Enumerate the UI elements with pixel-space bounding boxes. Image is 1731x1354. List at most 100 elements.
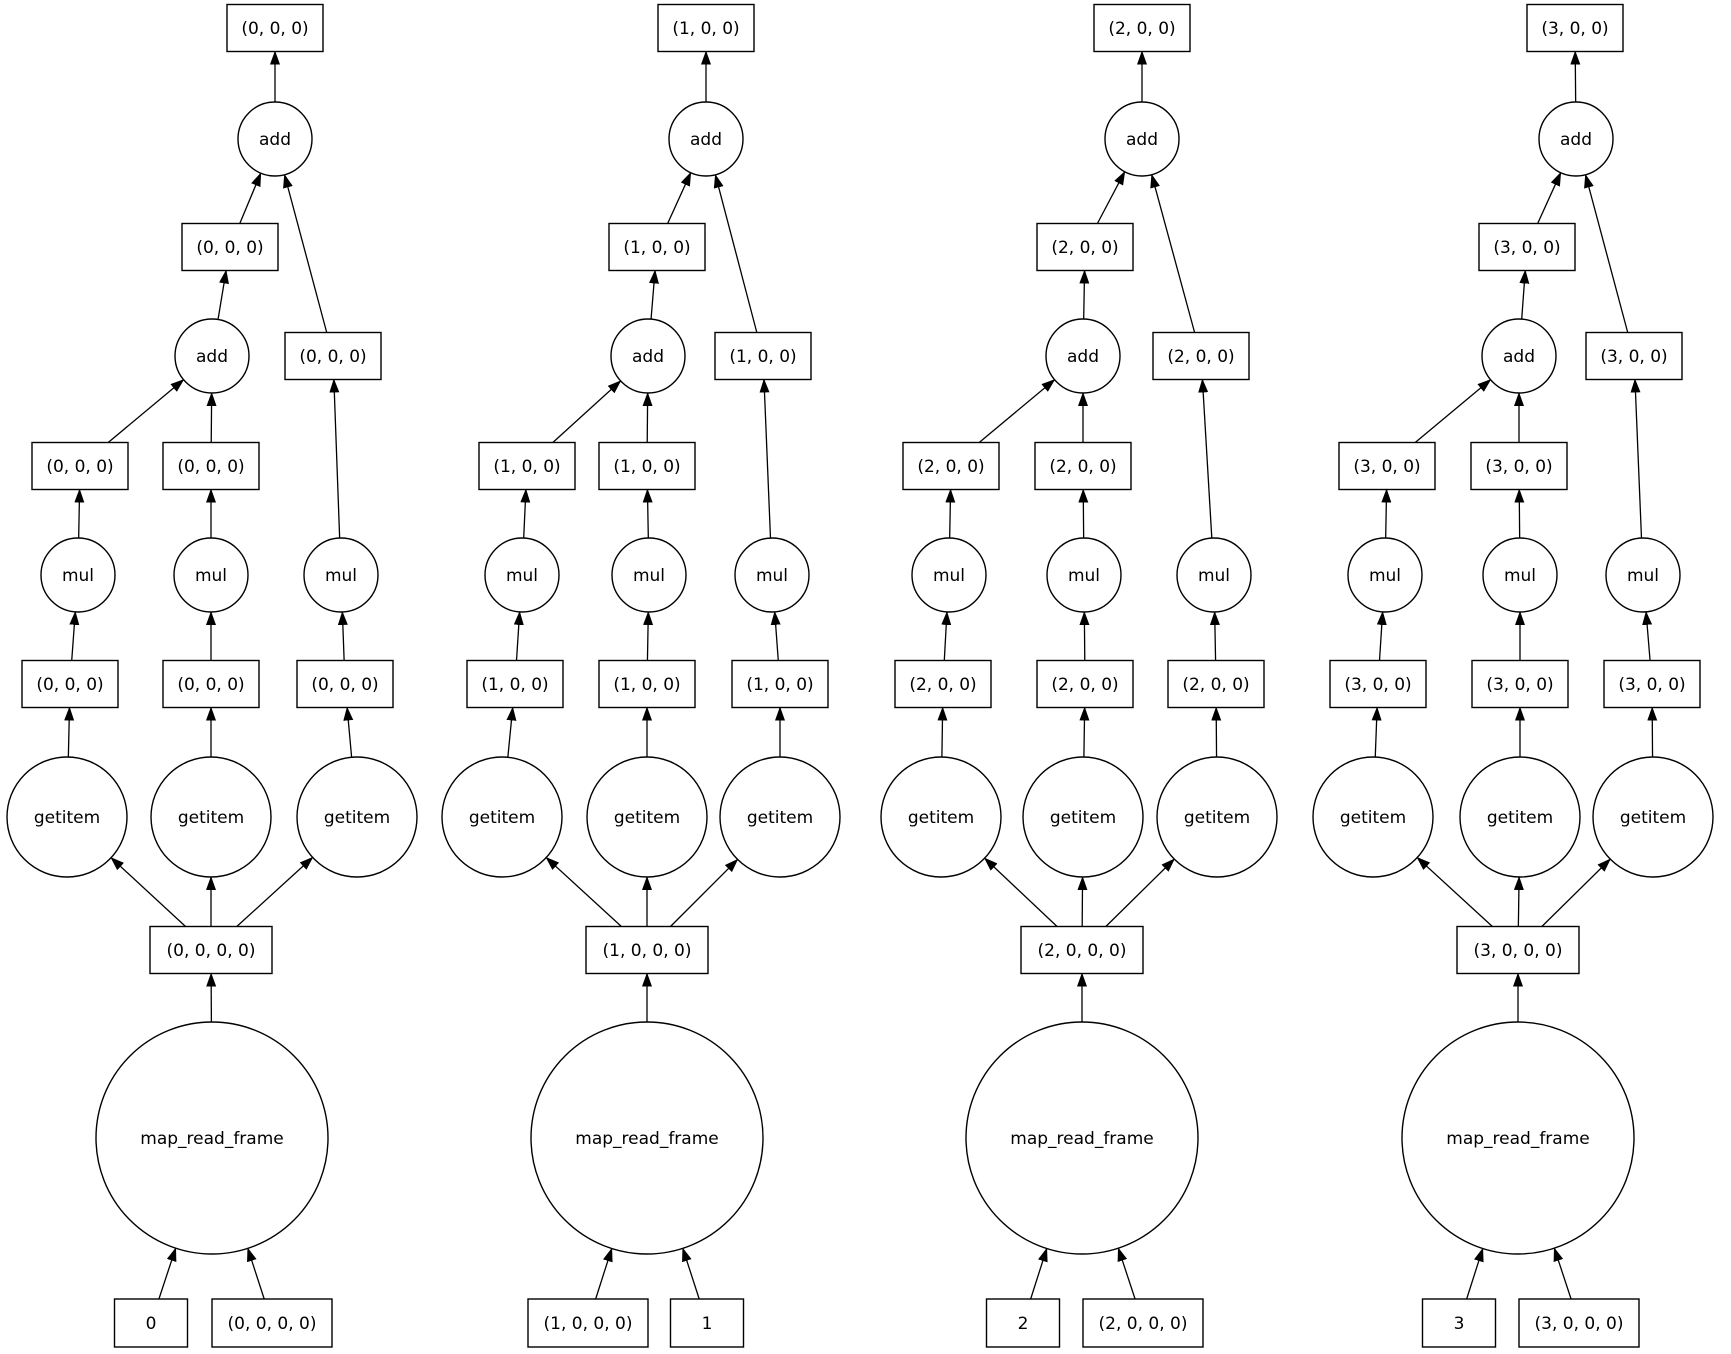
edge-c0_inleft-to-c0_map <box>158 1247 177 1300</box>
node-c2-mul3-mul: mul <box>1176 537 1252 613</box>
circle-shape <box>1156 756 1278 878</box>
node-c2-gitrect2-200: (2, 0, 0) <box>1036 659 1134 709</box>
nodes-layer: (0, 0, 0) add (0, 0, 0) add (0, 0, 0) (0, 0, … <box>6 3 1714 1348</box>
node-c1-gitrect3-100: (1, 0, 0) <box>731 659 829 709</box>
box-shape <box>162 441 260 491</box>
node-c0-git1-getitem: getitem <box>6 756 128 878</box>
node-c2-rmid-200: (2, 0, 0) <box>1036 222 1134 272</box>
edge-c0_mulrect1-to-c0_addlow <box>107 379 185 443</box>
edge-c3_gitrect3-to-c3_mul3 <box>1642 610 1653 661</box>
node-label: (1, 0, 0) <box>746 675 813 695</box>
node-label: (2, 0, 0) <box>1051 238 1118 258</box>
node-c2-git2-getitem: getitem <box>1022 756 1144 878</box>
edge-c0_gitrect3-to-c0_mul3 <box>337 610 348 661</box>
edge-c2_mul1-to-c2_mulrect1 <box>945 488 956 539</box>
node-c1-gitrect2-100: (1, 0, 0) <box>598 659 696 709</box>
circle-shape <box>1401 1021 1635 1255</box>
box-shape <box>1526 3 1624 53</box>
node-label: mul <box>1369 566 1401 586</box>
node-c3-inright-3000: (3, 0, 0, 0) <box>1518 1298 1640 1348</box>
box-shape <box>149 925 273 975</box>
edge-c3_rmid-to-c3_addtop <box>1537 171 1562 224</box>
node-label: mul <box>1068 566 1100 586</box>
node-label: (3, 0, 0) <box>1485 457 1552 477</box>
circle-shape <box>95 1021 329 1255</box>
box-shape <box>1329 659 1427 709</box>
node-c3-git1-getitem: getitem <box>1312 756 1434 878</box>
edge-c1_gitrect3-to-c1_mul3 <box>770 610 781 661</box>
node-c0-mulrect2-000: (0, 0, 0) <box>162 441 260 491</box>
node-c1-addlow-add: add <box>610 318 686 394</box>
box-shape <box>1167 659 1265 709</box>
box-shape <box>731 659 829 709</box>
circle-shape <box>610 318 686 394</box>
node-c3-addlow-add: add <box>1481 318 1557 394</box>
node-c2-toprect-200: (2, 0, 0) <box>1093 3 1191 53</box>
node-label: getitem <box>1050 808 1116 828</box>
edge-c0_tuple4-to-c0_git3 <box>236 856 314 927</box>
edge-c0_git1-to-c0_gitrect1 <box>64 706 75 758</box>
node-label: add <box>1560 130 1592 150</box>
edge-c1_mulrect1-to-c1_addlow <box>552 380 622 443</box>
circle-shape <box>1347 537 1423 613</box>
node-label: getitem <box>34 808 100 828</box>
edge-c3_tuple4-to-c3_git2 <box>1513 875 1524 927</box>
circle-shape <box>1482 537 1558 613</box>
box-shape <box>1470 441 1568 491</box>
box-shape <box>1034 441 1132 491</box>
node-label: getitem <box>908 808 974 828</box>
node-c0-inleft-0: 0 <box>113 1298 189 1348</box>
edge-c3_mul3-to-c3_rright <box>1630 378 1643 539</box>
node-label: (3, 0, 0, 0) <box>1474 941 1563 961</box>
box-shape <box>608 222 706 272</box>
node-c0-git3-getitem: getitem <box>296 756 418 878</box>
edge-c0_mul1-to-c0_mulrect1 <box>74 488 85 539</box>
node-label: add <box>196 347 228 367</box>
node-label: map_read_frame <box>575 1129 718 1149</box>
edge-c0_mul3-to-c0_rright <box>329 378 341 539</box>
node-c1-rright-100: (1, 0, 0) <box>714 331 812 381</box>
node-c3-mulrect2-300: (3, 0, 0) <box>1470 441 1568 491</box>
node-c0-mul1-mul: mul <box>40 537 116 613</box>
circle-shape <box>880 756 1002 878</box>
node-label: (1, 0, 0) <box>623 238 690 258</box>
node-label: (0, 0, 0) <box>241 19 308 39</box>
edge-c3_mul1-to-c3_mulrect1 <box>1381 488 1392 539</box>
node-label: map_read_frame <box>1446 1129 1589 1149</box>
node-c3-mul1-mul: mul <box>1347 537 1423 613</box>
node-label: (1, 0, 0) <box>493 457 560 477</box>
circle-shape <box>965 1021 1199 1255</box>
node-label: (3, 0, 0) <box>1493 238 1560 258</box>
node-label: mul <box>633 566 665 586</box>
box-shape <box>1456 925 1580 975</box>
circle-shape <box>6 756 128 878</box>
edge-c0_git3-to-c0_gitrect3 <box>343 706 354 758</box>
edge-c2_tuple4-to-c2_git3 <box>1105 858 1175 927</box>
edge-c3_tuple4-to-c3_git3 <box>1541 858 1611 927</box>
node-label: (0, 0, 0) <box>311 675 378 695</box>
node-c0-mul2-mul: mul <box>173 537 249 613</box>
edge-c2_inleft-to-c2_map <box>1030 1247 1048 1300</box>
circle-shape <box>1538 101 1614 177</box>
edge-c2_git2-to-c2_gitrect2 <box>1079 706 1090 758</box>
edge-c0_gitrect1-to-c0_mul1 <box>69 610 80 661</box>
node-label: (0, 0, 0) <box>177 675 244 695</box>
node-label: (3, 0, 0, 0) <box>1535 1314 1624 1334</box>
node-label: 1 <box>702 1314 713 1334</box>
circle-shape <box>1459 756 1581 878</box>
node-label: getitem <box>178 808 244 828</box>
node-label: getitem <box>324 808 390 828</box>
circle-shape <box>530 1021 764 1255</box>
edge-c0_rmid-to-c0_addtop <box>239 172 262 224</box>
box-shape <box>296 659 394 709</box>
edges-layer <box>64 50 1658 1300</box>
box-shape <box>21 659 119 709</box>
box-shape <box>1082 1298 1204 1348</box>
node-c0-addlow-add: add <box>174 318 250 394</box>
node-c0-rright-000: (0, 0, 0) <box>284 331 382 381</box>
node-label: 0 <box>146 1314 157 1334</box>
circle-shape <box>1605 537 1681 613</box>
node-c2-inright-2000: (2, 0, 0, 0) <box>1082 1298 1204 1348</box>
box-shape <box>902 441 1000 491</box>
